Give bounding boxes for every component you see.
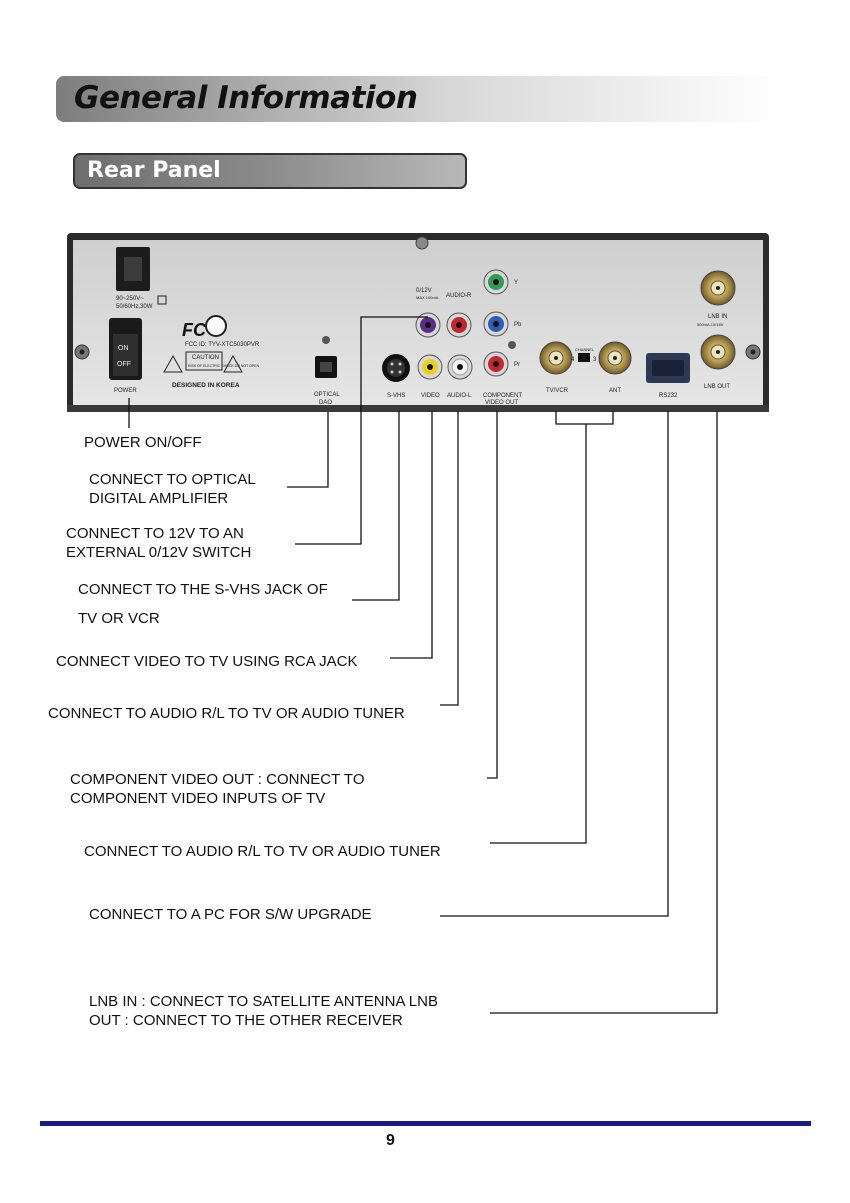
svg-text:Pr: Pr	[514, 362, 520, 368]
section-title: Rear Panel	[87, 158, 221, 183]
callout-rs232: CONNECT TO A PC FOR S/W UPGRADE	[89, 906, 372, 923]
svg-text:0/12V: 0/12V	[416, 288, 432, 294]
page-number: 9	[386, 1132, 395, 1149]
svg-text:COMPONENT: COMPONENT	[483, 393, 522, 399]
callout-optical-line2: DIGITAL AMPLIFIER	[89, 490, 229, 507]
callout-svhs-line2: TV OR VCR	[78, 610, 160, 627]
svg-text:TV/VCR: TV/VCR	[546, 388, 569, 394]
callout-audio: CONNECT TO AUDIO R/L TO TV OR AUDIO TUNE…	[48, 705, 405, 722]
svg-text:500mA,13/18V: 500mA,13/18V	[697, 322, 724, 327]
header-bar	[56, 76, 781, 122]
callout-component-line1: COMPONENT VIDEO OUT : CONNECT TO	[70, 771, 365, 788]
svg-text:POWER: POWER	[114, 388, 137, 394]
callout-12v-line2: EXTERNAL 0/12V SWITCH	[66, 544, 252, 561]
svg-text:ON: ON	[118, 345, 129, 352]
callout-12v-line1: CONNECT TO 12V TO AN	[66, 525, 244, 542]
leader-lines	[128, 316, 718, 1014]
tuv-mark-icon	[205, 315, 227, 337]
svg-text:AUDIO-L: AUDIO-L	[447, 393, 472, 399]
page-title: General Information	[74, 80, 418, 116]
svg-text:LNB IN: LNB IN	[708, 314, 727, 320]
svg-text:LNB OUT: LNB OUT	[704, 384, 730, 390]
svg-text:Pb: Pb	[514, 322, 522, 328]
svg-text:DAO: DAO	[319, 400, 332, 406]
svg-text:OPTICAL: OPTICAL	[314, 392, 340, 398]
svg-text:4: 4	[571, 357, 575, 363]
svg-text:S-VHS: S-VHS	[387, 393, 405, 399]
callout-component-line2: COMPONENT VIDEO INPUTS OF TV	[70, 790, 326, 807]
svg-text:DESIGNED IN KOREA: DESIGNED IN KOREA	[172, 382, 240, 389]
svg-text:Y: Y	[514, 280, 518, 286]
svg-text:3: 3	[593, 357, 597, 363]
svg-text:VIDEO OUT: VIDEO OUT	[485, 400, 518, 406]
svg-text:MAX 100mA: MAX 100mA	[416, 295, 439, 300]
callout-rf: CONNECT TO AUDIO R/L TO TV OR AUDIO TUNE…	[84, 843, 441, 860]
channel-switch	[578, 353, 590, 362]
callout-video: CONNECT VIDEO TO TV USING RCA JACK	[56, 653, 358, 670]
footer-rule	[40, 1121, 811, 1126]
svg-text:OFF: OFF	[117, 361, 131, 368]
svg-text:RS232: RS232	[659, 393, 678, 399]
svg-text:CHANNEL: CHANNEL	[575, 347, 595, 352]
callout-svhs-line1: CONNECT TO THE S-VHS JACK OF	[78, 581, 328, 598]
svg-text:ANT: ANT	[609, 388, 621, 394]
callout-power: POWER ON/OFF	[84, 434, 202, 451]
section-bar	[73, 153, 467, 189]
svg-text:CAUTION: CAUTION	[192, 355, 219, 361]
svg-text:FC: FC	[182, 320, 207, 340]
callout-lnb-line1: LNB IN : CONNECT TO SATELLITE ANTENNA LN…	[89, 993, 438, 1010]
svg-text:50/60Hz,30W: 50/60Hz,30W	[116, 304, 153, 310]
callout-optical-line1: CONNECT TO OPTICAL	[89, 471, 256, 488]
svg-text:90~250V~: 90~250V~	[116, 296, 144, 302]
callout-lnb-line2: OUT : CONNECT TO THE OTHER RECEIVER	[89, 1012, 403, 1029]
svg-text:AUDIO-R: AUDIO-R	[446, 293, 472, 299]
svg-text:RISK OF ELECTRIC SHOCK DO NOT: RISK OF ELECTRIC SHOCK DO NOT OPEN	[188, 364, 260, 368]
svg-text:VIDEO: VIDEO	[421, 393, 440, 399]
svg-text:FCC ID: TYV-XTC5030PVR: FCC ID: TYV-XTC5030PVR	[185, 342, 260, 348]
